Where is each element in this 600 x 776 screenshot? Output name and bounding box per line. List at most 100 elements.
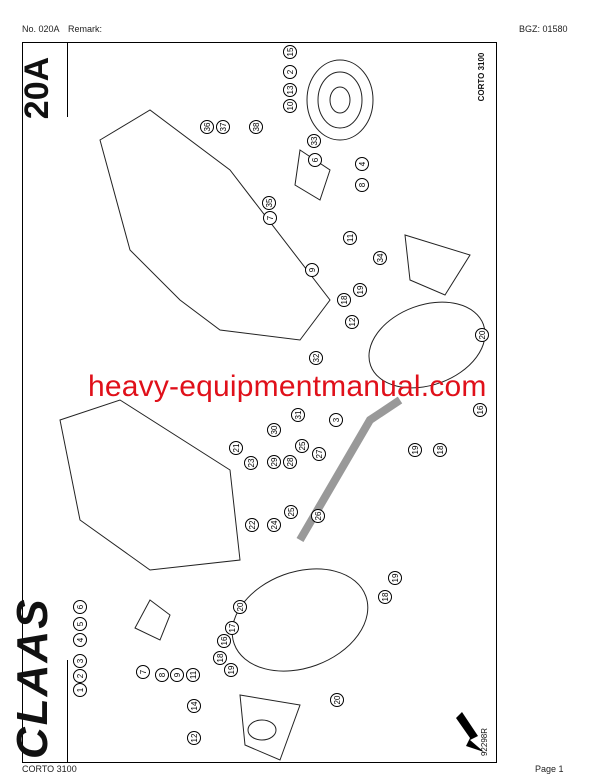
remark-label: Remark: <box>68 24 103 34</box>
callout-number: 30 <box>270 425 279 434</box>
callout-circle <box>309 351 323 365</box>
callout-circle <box>267 455 281 469</box>
callout-circle <box>73 683 87 697</box>
callout-circle <box>187 699 201 713</box>
callout-circle <box>378 590 392 604</box>
callout-circle <box>267 423 281 437</box>
strip-divider <box>67 660 68 763</box>
callout-number: 8 <box>158 672 167 677</box>
callout-number: 17 <box>228 623 237 632</box>
callout-circle <box>136 665 150 679</box>
callout-number: 23 <box>247 458 256 467</box>
callout-19: 19 <box>408 443 422 457</box>
callout-12: 12 <box>187 731 201 745</box>
callout-6: 6 <box>73 600 87 614</box>
callout-12: 12 <box>345 315 359 329</box>
callout-11: 11 <box>186 668 200 682</box>
callout-8: 8 <box>355 178 369 192</box>
callout-25: 25 <box>284 505 298 519</box>
callout-number: 7 <box>139 669 148 674</box>
callout-circle <box>73 669 87 683</box>
callout-circle <box>73 633 87 647</box>
callout-7: 7 <box>263 211 277 225</box>
callout-15: 15 <box>283 45 297 59</box>
callout-21: 21 <box>229 441 243 455</box>
callout-number: 4 <box>358 161 367 166</box>
callout-circle <box>155 668 169 682</box>
callout-circle <box>329 413 343 427</box>
callout-circle <box>283 45 297 59</box>
callout-circle <box>284 505 298 519</box>
callout-number: 37 <box>219 122 228 131</box>
callout-number: 27 <box>315 449 324 458</box>
pulley-groove <box>317 71 363 129</box>
callout-circle <box>433 443 447 457</box>
callout-circle <box>473 403 487 417</box>
callout-1: 1 <box>73 683 87 697</box>
callout-9: 9 <box>305 263 319 277</box>
callout-circle <box>216 120 230 134</box>
callout-number: 38 <box>252 122 261 131</box>
callout-13: 13 <box>283 83 297 97</box>
callout-2: 2 <box>283 65 297 79</box>
footer-model: CORTO 3100 <box>22 764 77 774</box>
callout-number: 21 <box>232 443 241 452</box>
callout-28: 28 <box>283 455 297 469</box>
disc-lower <box>231 568 369 672</box>
bracket <box>134 599 171 641</box>
pulley-hub <box>329 86 351 114</box>
callout-2: 2 <box>73 669 87 683</box>
callout-circle <box>200 120 214 134</box>
callout-number: 22 <box>248 520 257 529</box>
callout-circle <box>283 83 297 97</box>
callout-8: 8 <box>155 668 169 682</box>
callout-circle <box>330 693 344 707</box>
callout-19: 19 <box>353 283 367 297</box>
callout-circle <box>233 600 247 614</box>
callout-circle <box>373 251 387 265</box>
callout-18: 18 <box>213 651 227 665</box>
callout-20: 20 <box>475 328 489 342</box>
callout-number: 18 <box>381 592 390 601</box>
callout-number: 18 <box>436 445 445 454</box>
callout-number: 19 <box>227 665 236 674</box>
callout-circle <box>263 211 277 225</box>
disc-upper <box>368 301 486 389</box>
callout-3: 3 <box>73 654 87 668</box>
frame-housing-lower <box>59 399 241 571</box>
callout-number: 33 <box>310 136 319 145</box>
callout-circle <box>355 157 369 171</box>
callout-circle <box>337 293 351 307</box>
callout-circle <box>305 263 319 277</box>
callout-circle <box>353 283 367 297</box>
callout-17: 17 <box>225 621 239 635</box>
callout-number: 5 <box>76 621 85 626</box>
callout-16: 16 <box>217 634 231 648</box>
callout-number: 15 <box>286 47 295 56</box>
bearing-opening <box>247 719 277 741</box>
callout-circle <box>307 134 321 148</box>
callout-number: 2 <box>76 673 85 678</box>
callout-38: 38 <box>249 120 263 134</box>
callout-23: 23 <box>244 456 258 470</box>
callout-number: 19 <box>391 573 400 582</box>
callout-number: 25 <box>298 441 307 450</box>
callout-34: 34 <box>373 251 387 265</box>
callout-33: 33 <box>307 134 321 148</box>
callout-22: 22 <box>245 518 259 532</box>
callout-number: 18 <box>340 295 349 304</box>
diagram-frame <box>22 42 497 763</box>
frame-housing-upper <box>99 109 331 341</box>
callout-25: 25 <box>295 439 309 453</box>
title-strip <box>22 42 68 117</box>
callout-3: 3 <box>329 413 343 427</box>
callout-number: 10 <box>286 101 295 110</box>
callout-number: 16 <box>220 636 229 645</box>
callout-number: 29 <box>270 457 279 466</box>
callout-circle <box>408 443 422 457</box>
callout-circle <box>224 663 238 677</box>
callout-circle <box>170 668 184 682</box>
callout-27: 27 <box>312 447 326 461</box>
callout-number: 28 <box>286 457 295 466</box>
